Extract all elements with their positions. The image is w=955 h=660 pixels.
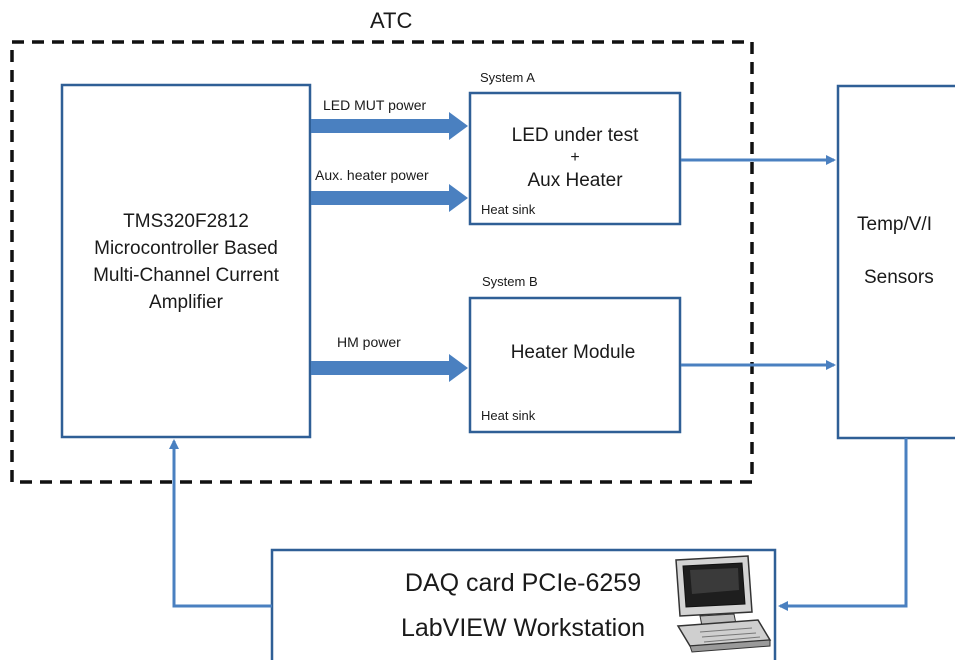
system-b-label: System B bbox=[482, 274, 538, 289]
mcu-line-1: TMS320F2812 bbox=[123, 211, 249, 232]
sensors-to-daq-arrow bbox=[778, 438, 908, 611]
computer-workstation-icon bbox=[675, 555, 772, 653]
hm-power-arrow-shaft bbox=[311, 361, 451, 375]
power-arrows bbox=[311, 112, 468, 382]
mcu-line-3: Multi-Channel Current bbox=[93, 265, 280, 286]
daq-line-2: LabVIEW Workstation bbox=[401, 614, 645, 642]
atc-label: ATC bbox=[370, 8, 412, 33]
aux-power-arrow-head bbox=[449, 184, 468, 212]
sensors-line-2: Sensors bbox=[864, 267, 934, 288]
system-a-line-1: LED under test bbox=[512, 125, 639, 146]
system-a-line-2: + bbox=[570, 149, 579, 166]
sensors-box bbox=[836, 84, 955, 440]
daq-to-mcu-arrow bbox=[169, 439, 272, 608]
system-a-label: System A bbox=[480, 70, 535, 85]
system-b-heat-sink: Heat sink bbox=[481, 408, 536, 423]
hm-power-label: HM power bbox=[337, 334, 401, 350]
system-a-heat-sink: Heat sink bbox=[481, 202, 536, 217]
signal-arrows bbox=[169, 155, 908, 611]
led-power-arrow-head bbox=[449, 112, 468, 140]
led-power-arrow-shaft bbox=[311, 119, 451, 133]
aux-power-label: Aux. heater power bbox=[315, 167, 429, 183]
aux-power-arrow-shaft bbox=[311, 191, 451, 205]
mcu-box bbox=[60, 83, 312, 439]
sensors-line-1: Temp/V/I bbox=[857, 214, 932, 235]
hm-power-arrow-head bbox=[449, 354, 468, 382]
atc-boundary bbox=[10, 40, 754, 484]
system-b-box bbox=[468, 296, 682, 434]
system-a-box bbox=[468, 91, 682, 226]
led-power-label: LED MUT power bbox=[323, 97, 427, 113]
daq-line-1: DAQ card PCIe-6259 bbox=[405, 569, 641, 597]
mcu-line-4: Amplifier bbox=[149, 292, 224, 313]
system-a-line-3: Aux Heater bbox=[527, 170, 623, 191]
mcu-line-2: Microcontroller Based bbox=[94, 238, 278, 259]
system-b-title: Heater Module bbox=[511, 342, 636, 363]
